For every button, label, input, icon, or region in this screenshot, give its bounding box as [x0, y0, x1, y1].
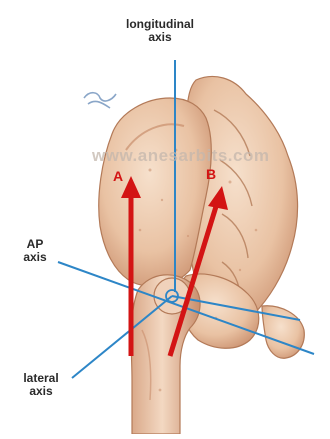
ap-axis-label-line2: axis [18, 251, 52, 264]
sketch-mark [84, 93, 116, 108]
longitudinal-axis-label-line2: axis [108, 31, 212, 44]
watermark: www.anesarbits.com [92, 146, 269, 166]
marker-a: A [113, 168, 123, 184]
longitudinal-axis-label: longitudinal axis [108, 18, 212, 44]
lateral-axis-label-line2: axis [14, 385, 68, 398]
ap-axis-label: AP axis [18, 238, 52, 264]
lateral-axis-label: lateral axis [14, 372, 68, 398]
marker-b: B [206, 166, 216, 182]
